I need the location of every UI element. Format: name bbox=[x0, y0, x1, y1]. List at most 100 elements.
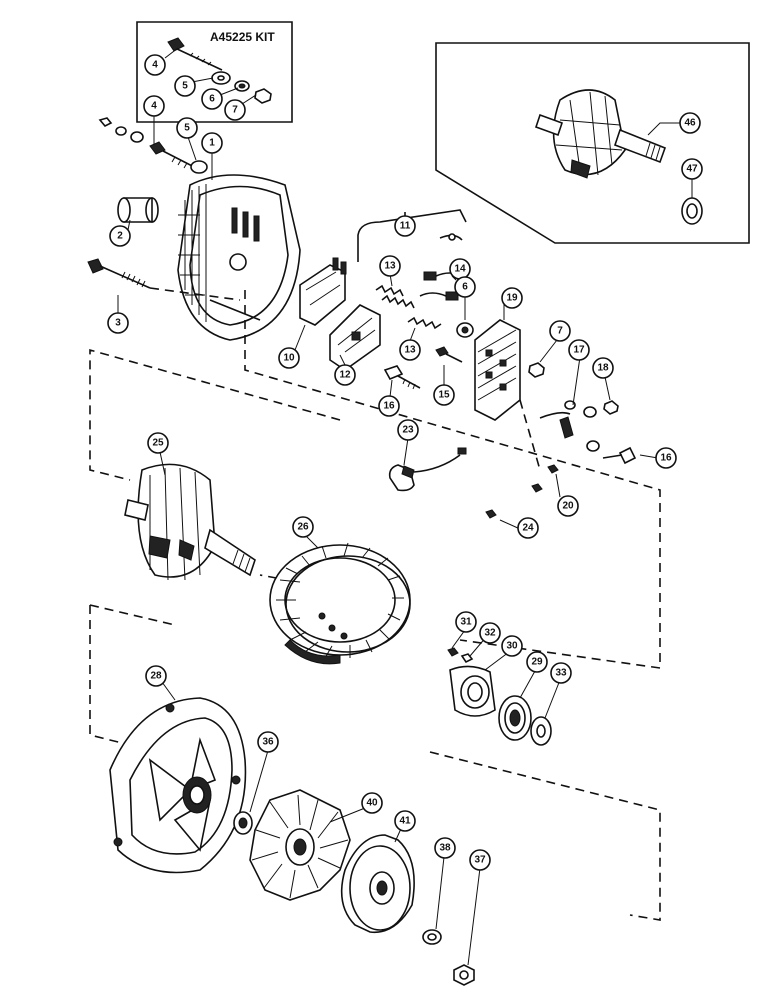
spacer-36 bbox=[233, 811, 253, 835]
kit-label: A45225 KIT bbox=[210, 30, 275, 44]
svg-text:36: 36 bbox=[262, 737, 274, 748]
callout-46: 46 bbox=[679, 112, 701, 134]
svg-text:26: 26 bbox=[297, 522, 309, 533]
callout-12: 12 bbox=[334, 364, 356, 386]
svg-text:31: 31 bbox=[460, 617, 472, 628]
callout-7-kit: 7 bbox=[224, 99, 246, 121]
svg-text:25: 25 bbox=[152, 438, 164, 449]
callout-6: 6 bbox=[454, 276, 476, 298]
svg-text:37: 37 bbox=[474, 855, 486, 866]
callout-24: 24 bbox=[517, 517, 539, 539]
svg-text:40: 40 bbox=[366, 798, 378, 809]
callout-29: 29 bbox=[526, 651, 548, 673]
callout-14: 14 bbox=[449, 258, 471, 280]
callout-5: 5 bbox=[176, 117, 198, 139]
svg-text:19: 19 bbox=[506, 293, 518, 304]
svg-text:13: 13 bbox=[384, 261, 396, 272]
rotor-25 bbox=[124, 463, 256, 581]
fan-40 bbox=[249, 789, 351, 901]
pulley-41 bbox=[340, 834, 415, 934]
callout-13a: 13 bbox=[379, 255, 401, 277]
callout-20: 20 bbox=[557, 495, 579, 517]
callout-11: 11 bbox=[394, 215, 416, 237]
callout-26: 26 bbox=[292, 516, 314, 538]
svg-text:3: 3 bbox=[115, 318, 121, 329]
stator-26 bbox=[269, 542, 411, 665]
washer-nut bbox=[422, 929, 475, 986]
svg-text:46: 46 bbox=[684, 118, 696, 129]
bolt-4-5 bbox=[98, 117, 208, 174]
dashed-group-outline-lower bbox=[89, 604, 661, 921]
svg-text:41: 41 bbox=[399, 816, 411, 827]
callout-3: 3 bbox=[107, 312, 129, 334]
callout-19: 19 bbox=[501, 287, 523, 309]
callout-33: 33 bbox=[550, 662, 572, 684]
callout-47: 47 bbox=[681, 158, 703, 180]
inset-box bbox=[435, 42, 750, 244]
bearing-parts bbox=[447, 647, 552, 746]
callout-5-kit: 5 bbox=[174, 75, 196, 97]
svg-text:33: 33 bbox=[555, 668, 567, 679]
svg-text:16: 16 bbox=[660, 453, 672, 464]
drive-end-frame-28 bbox=[109, 697, 247, 874]
callout-1: 1 bbox=[201, 132, 223, 154]
kit-box: A45225 KIT bbox=[136, 21, 293, 123]
svg-text:15: 15 bbox=[438, 390, 450, 401]
screws bbox=[383, 346, 637, 465]
svg-text:29: 29 bbox=[531, 657, 543, 668]
svg-text:5: 5 bbox=[184, 123, 190, 134]
terminal-parts bbox=[528, 362, 619, 452]
callout-10: 10 bbox=[278, 347, 300, 369]
callout-16b: 16 bbox=[655, 447, 677, 469]
svg-text:6: 6 bbox=[462, 282, 468, 293]
callout-36: 36 bbox=[257, 731, 279, 753]
end-frame bbox=[177, 174, 301, 341]
svg-text:14: 14 bbox=[454, 264, 466, 275]
svg-text:7: 7 bbox=[557, 326, 563, 337]
callout-37: 37 bbox=[469, 849, 491, 871]
svg-text:4: 4 bbox=[151, 101, 157, 112]
callout-38: 38 bbox=[434, 837, 456, 859]
svg-text:2: 2 bbox=[117, 231, 123, 242]
svg-text:32: 32 bbox=[484, 628, 496, 639]
callout-13b: 13 bbox=[399, 339, 421, 361]
callout-30: 30 bbox=[501, 635, 523, 657]
leader-lines bbox=[117, 47, 693, 966]
svg-text:30: 30 bbox=[506, 641, 518, 652]
through-bolt-3 bbox=[87, 258, 241, 301]
svg-text:38: 38 bbox=[439, 843, 451, 854]
callouts: 4 5 6 7 4 5 1 2 3 10 11 12 13 13 14 6 19… bbox=[107, 54, 703, 871]
callout-18: 18 bbox=[592, 357, 614, 379]
callout-41: 41 bbox=[394, 810, 416, 832]
callout-32: 32 bbox=[479, 622, 501, 644]
callout-16a: 16 bbox=[378, 395, 400, 417]
callout-15: 15 bbox=[433, 384, 455, 406]
callout-23: 23 bbox=[397, 419, 419, 441]
svg-text:18: 18 bbox=[597, 363, 609, 374]
svg-text:24: 24 bbox=[522, 523, 534, 534]
svg-text:1: 1 bbox=[209, 138, 215, 149]
svg-text:20: 20 bbox=[562, 501, 574, 512]
callout-4-kit: 4 bbox=[144, 54, 166, 76]
svg-text:47: 47 bbox=[686, 164, 698, 175]
svg-text:10: 10 bbox=[283, 353, 295, 364]
svg-text:7: 7 bbox=[232, 105, 238, 116]
springs-brushes bbox=[375, 271, 463, 330]
bearing-2 bbox=[117, 197, 159, 223]
callout-40: 40 bbox=[361, 792, 383, 814]
callout-2: 2 bbox=[109, 225, 131, 247]
rectifier-19 bbox=[456, 319, 541, 471]
svg-text:12: 12 bbox=[339, 370, 351, 381]
svg-text:23: 23 bbox=[402, 425, 414, 436]
svg-text:6: 6 bbox=[209, 94, 215, 105]
callout-31: 31 bbox=[455, 611, 477, 633]
svg-text:16: 16 bbox=[383, 401, 395, 412]
brush-holder bbox=[299, 257, 381, 371]
svg-text:28: 28 bbox=[150, 671, 162, 682]
svg-text:4: 4 bbox=[152, 60, 158, 71]
callout-17: 17 bbox=[568, 339, 590, 361]
svg-text:17: 17 bbox=[573, 345, 585, 356]
svg-text:11: 11 bbox=[400, 221, 411, 232]
svg-text:5: 5 bbox=[182, 81, 188, 92]
